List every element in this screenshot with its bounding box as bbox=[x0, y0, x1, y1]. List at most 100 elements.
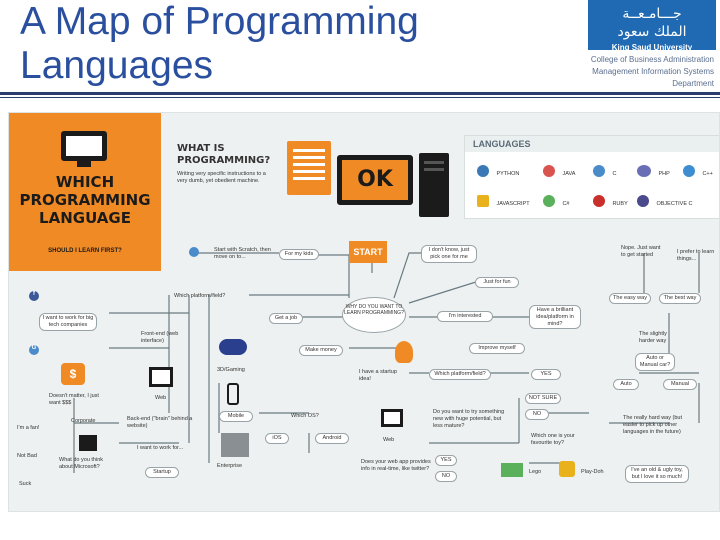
node-doesnt-matter: Doesn't matter, I just want $$$ bbox=[49, 393, 99, 406]
node-lego: Lego bbox=[529, 469, 542, 475]
banner: WHICH PROGRAMMING LANGUAGE SHOULD I LEAR… bbox=[9, 113, 161, 271]
node-auto: Auto bbox=[613, 379, 639, 390]
globe-monitor-icon bbox=[381, 409, 403, 427]
lang-python: PYTHON bbox=[477, 162, 519, 180]
node-back-end: Back-end ("brain" behind a website) bbox=[127, 416, 193, 429]
monitor-small-icon bbox=[149, 367, 173, 387]
monitor-icon bbox=[61, 131, 107, 161]
lang-label: JAVA bbox=[562, 171, 576, 177]
node-dont-know: I don't know, just pick one for me bbox=[421, 245, 477, 263]
lang-java: JAVA bbox=[543, 162, 575, 180]
node-playdoh: Play-Doh bbox=[581, 469, 604, 475]
node-real-time: Does your web app provides info in real-… bbox=[361, 459, 431, 472]
node-mobile: Mobile bbox=[219, 411, 253, 422]
python-icon bbox=[477, 164, 489, 177]
slide-title: A Map of Programming Languages bbox=[20, 0, 560, 88]
flow-connectors bbox=[73, 250, 700, 473]
google-icon: G bbox=[29, 345, 39, 355]
csharp-icon bbox=[543, 194, 555, 207]
node-not-sure: NOT SURE bbox=[525, 393, 561, 404]
languages-title: LANGUAGES bbox=[465, 136, 719, 152]
dept-line-3: Department bbox=[672, 79, 714, 88]
node-brilliant-idea: Have a brilliant idea/platform in mind? bbox=[529, 305, 581, 329]
header-rule-thin bbox=[0, 97, 720, 98]
dept-line-1: College of Business Administration bbox=[590, 55, 714, 64]
phone-icon bbox=[227, 383, 239, 405]
node-startup-idea: I have a startup idea! bbox=[359, 369, 397, 382]
node-for-my-kids: For my kids bbox=[279, 249, 319, 260]
node-auto-manual: Auto or Manual car? bbox=[635, 353, 675, 371]
node-im-interested: I'm interested bbox=[437, 311, 493, 322]
node-just-for-fun: Just for fun bbox=[475, 277, 519, 288]
logo-arabic-line2: الملك سعود bbox=[617, 24, 687, 40]
php-icon bbox=[637, 164, 651, 177]
node-android: Android bbox=[315, 433, 349, 444]
node-manual: Manual bbox=[663, 379, 697, 390]
node-front-end: Front-end (web interface) bbox=[141, 331, 179, 344]
header-rule bbox=[0, 92, 720, 95]
node-work-for: I want to work for... bbox=[137, 445, 184, 451]
lang-csharp: C# bbox=[543, 192, 569, 210]
node-suck: Suck bbox=[19, 481, 32, 487]
infographic: WHICH PROGRAMMING LANGUAGE SHOULD I LEAR… bbox=[8, 112, 720, 512]
node-3d-gaming: 3D/Gaming bbox=[217, 367, 245, 373]
scratch-icon bbox=[189, 247, 199, 257]
dept-line-2: Management Information Systems bbox=[592, 67, 714, 76]
node-microsoft-q: What do you think about Microsoft? bbox=[59, 457, 104, 470]
node-which-platform-2: Which platform/field? bbox=[429, 369, 491, 380]
node-get-a-job: Get a job bbox=[269, 313, 303, 324]
node-improve-myself: Improve myself bbox=[469, 343, 525, 354]
lang-label: JAVASCRIPT bbox=[496, 201, 530, 207]
node-web: Web bbox=[155, 395, 167, 401]
lang-label: C# bbox=[562, 201, 570, 207]
node-corporate: Corporate bbox=[71, 418, 96, 424]
why-question: WHY DO YOU WANT TO LEARN PROGRAMMING? bbox=[342, 297, 406, 333]
ruby-icon bbox=[593, 194, 605, 207]
node-best-way: The best way bbox=[659, 293, 701, 304]
university-logo: جـــامـعــة الملك سعود King Saud Univers… bbox=[588, 0, 716, 52]
node-scratch: Start with Scratch, then move on to... bbox=[214, 247, 271, 260]
node-no: NO bbox=[525, 409, 549, 420]
lang-label: C++ bbox=[702, 171, 713, 177]
logo-arabic-line1: جـــامـعــة bbox=[622, 6, 682, 22]
ok-monitor: OK bbox=[337, 155, 413, 205]
node-web-2: Web bbox=[383, 437, 395, 443]
java-icon bbox=[543, 164, 555, 177]
c-icon bbox=[593, 164, 605, 177]
logo-english: King Saud University bbox=[611, 43, 693, 52]
languages-legend: LANGUAGES PYTHON JAVA C PHP C++ JAVASCRI… bbox=[464, 135, 719, 219]
lang-php: PHP bbox=[637, 162, 670, 180]
objective-c-icon bbox=[637, 194, 649, 207]
lego-icon bbox=[501, 463, 523, 477]
lang-label: PYTHON bbox=[496, 171, 520, 177]
gamepad-icon bbox=[219, 339, 247, 355]
node-old-ugly: I've an old & ugly toy, but I love it so… bbox=[625, 465, 689, 483]
what-is-title: WHAT IS PROGRAMMING? bbox=[177, 143, 271, 166]
node-yes-2: YES bbox=[435, 455, 457, 466]
facebook-icon: f bbox=[29, 291, 39, 301]
lang-label: RUBY bbox=[612, 201, 628, 207]
node-easy-way: The easy way bbox=[609, 293, 651, 304]
node-fan: I'm a fan! bbox=[17, 425, 40, 431]
banner-title: WHICH PROGRAMMING LANGUAGE bbox=[19, 173, 151, 227]
node-startup: Startup bbox=[145, 467, 179, 478]
title-line-2: Languages bbox=[20, 44, 214, 87]
department-text: College of Business Administration Manag… bbox=[591, 54, 714, 90]
computer-tower-icon bbox=[419, 153, 449, 217]
lang-javascript: JAVASCRIPT bbox=[477, 192, 530, 210]
cpp-icon bbox=[683, 164, 695, 177]
city-icon bbox=[221, 433, 249, 457]
money-bag-icon: $ bbox=[61, 363, 85, 385]
node-harder-way: The slightly harder way bbox=[639, 331, 667, 344]
node-which-os: Which OS? bbox=[291, 413, 319, 419]
monitor-stand bbox=[77, 161, 91, 167]
lang-cpp: C++ bbox=[683, 162, 713, 180]
lang-label: OBJECTIVE C bbox=[656, 201, 693, 207]
node-prefer: I prefer to learn things... bbox=[677, 249, 715, 262]
banner-subtitle: SHOULD I LEARN FIRST? bbox=[48, 248, 122, 254]
lang-c: C bbox=[593, 162, 616, 180]
lang-label: PHP bbox=[658, 171, 670, 177]
node-favourite-toy: Which one is your favourite toy? bbox=[531, 433, 575, 446]
what-is-desc: Writing very specific instructions to a … bbox=[177, 171, 266, 184]
node-make-money: Make money bbox=[299, 345, 343, 356]
